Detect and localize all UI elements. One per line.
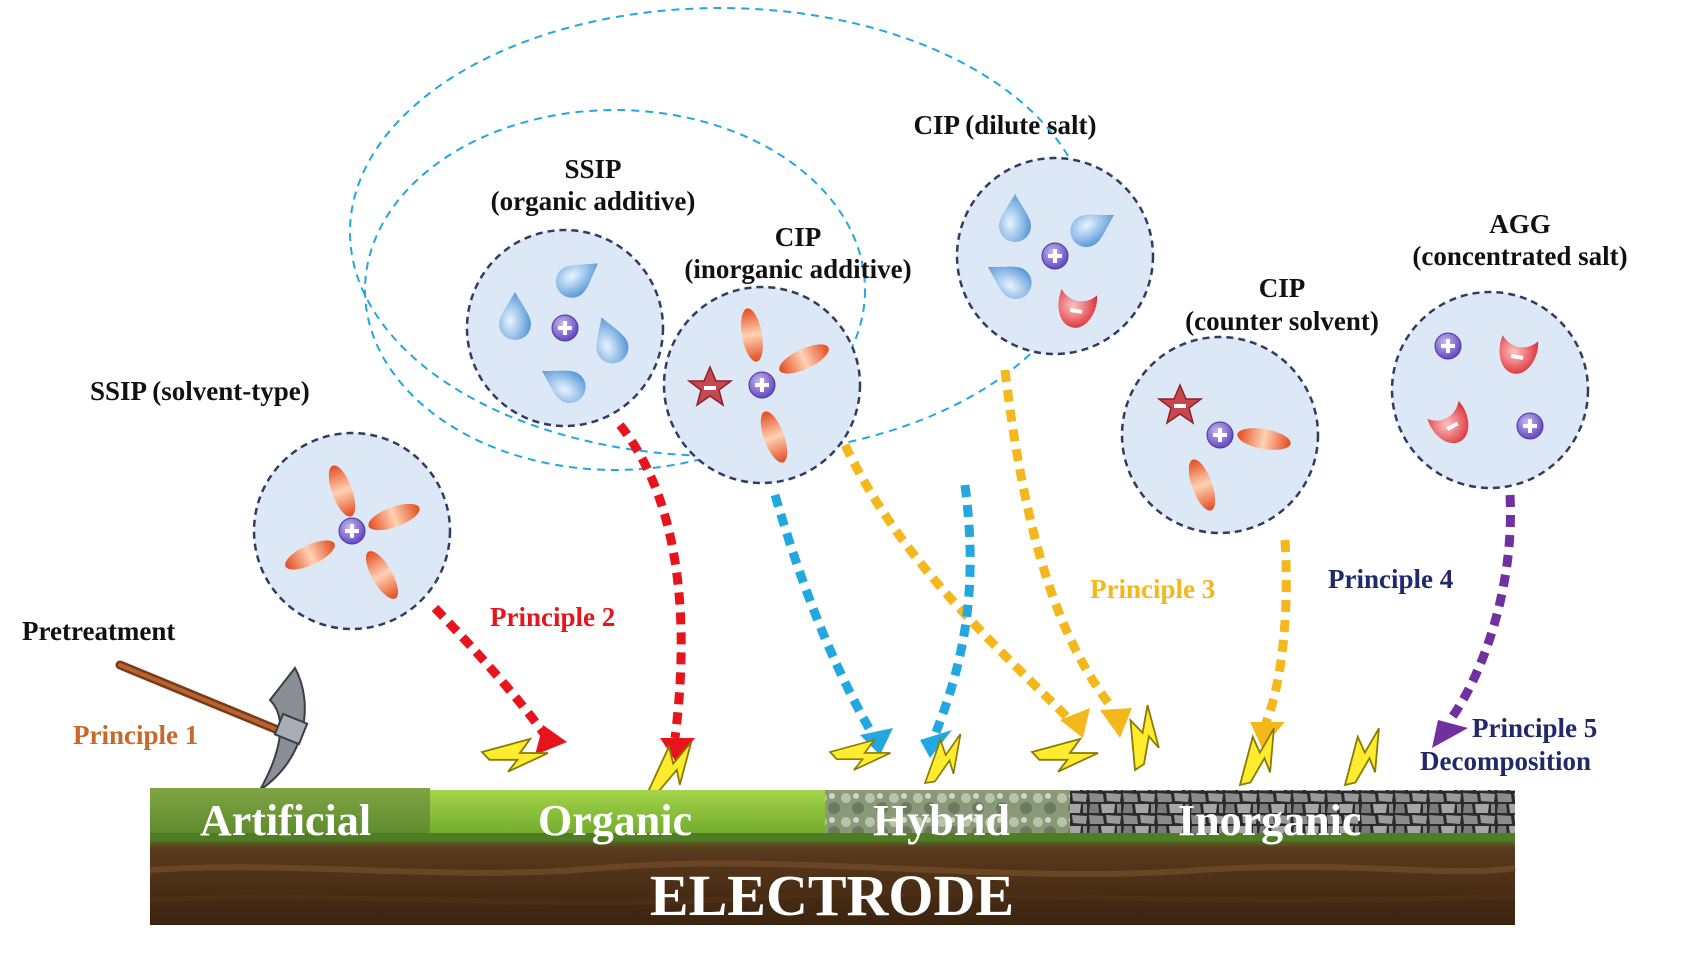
label-principle-1: Principle 1 [73, 720, 198, 750]
label-cip-counter-1: CIP [1259, 273, 1306, 303]
arrow-ssip-organic [616, 422, 686, 739]
cluster-cip-counter [1120, 335, 1320, 535]
label-cip-dilute: CIP (dilute salt) [913, 110, 1096, 140]
label-cip-counter-2: (counter solvent) [1185, 306, 1379, 336]
arrow-ssip-solvent [431, 604, 549, 738]
label-cip-inorganic-1: CIP [775, 222, 822, 252]
layer-hybrid: Hybrid [873, 796, 1010, 845]
arrow-cip-counter [1260, 539, 1291, 727]
label-pretreatment: Pretreatment [22, 616, 175, 646]
arrow-heads [535, 708, 1468, 762]
arrows [431, 369, 1515, 739]
label-principle-2: Principle 2 [490, 602, 615, 632]
label-cip-inorganic-2: (inorganic additive) [684, 254, 911, 284]
label-principle-3: Principle 3 [1090, 574, 1215, 604]
arrow-cip-inorganic-blue [770, 493, 874, 733]
cluster-cip-inorganic [662, 285, 862, 485]
layer-artificial: Artificial [200, 796, 371, 845]
arrow-cip-dilute-blue [930, 484, 975, 737]
label-principle-4: Principle 4 [1328, 564, 1453, 594]
inner-ellipse [364, 109, 866, 471]
cluster-agg [1390, 290, 1590, 490]
layer-inorganic: Inorganic [1178, 796, 1361, 845]
label-agg-2: (concentrated salt) [1412, 241, 1627, 271]
cluster-ssip-organic [465, 228, 665, 428]
label-ssip-solvent: SSIP (solvent-type) [90, 376, 310, 406]
layer-organic: Organic [538, 796, 692, 845]
cluster-ssip-solvent [252, 431, 452, 631]
label-principle-5: Principle 5 [1472, 713, 1597, 743]
label-agg-1: AGG [1489, 209, 1551, 239]
label-electrode: ELECTRODE [650, 863, 1014, 928]
cluster-cip-dilute [955, 156, 1155, 356]
label-ssip-organic-2: (organic additive) [491, 186, 696, 216]
label-decomposition: Decomposition [1420, 746, 1591, 776]
arrow-cip-dilute-yellow [1000, 369, 1114, 708]
electrode-ground [149, 788, 1516, 925]
arrow-cip-inorganic-yellow [840, 443, 1074, 724]
pickaxe-icon [115, 660, 309, 791]
lightning-bolts [477, 700, 1400, 802]
arrow-agg [1446, 494, 1515, 723]
label-ssip-organic-1: SSIP [564, 154, 621, 184]
